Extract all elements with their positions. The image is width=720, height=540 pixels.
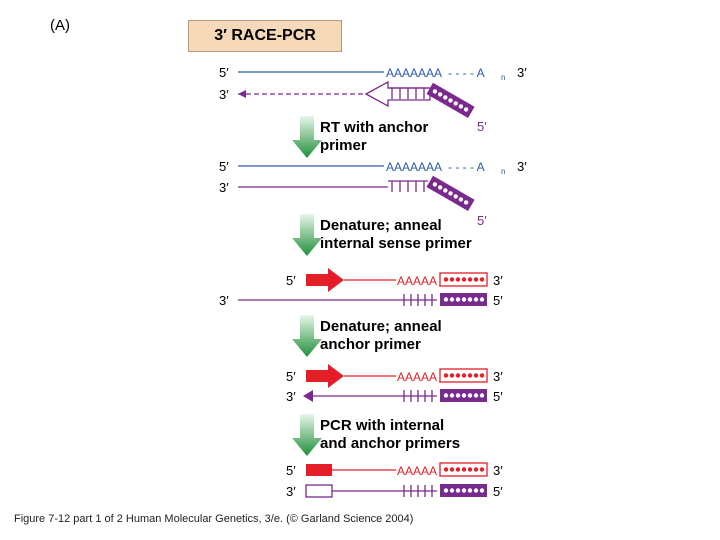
poly-t-ticks bbox=[400, 294, 437, 306]
row-antisense-strand: 3′ 5′ bbox=[219, 293, 503, 308]
five-prime-label: 5′ bbox=[219, 159, 229, 174]
anchor-tag bbox=[426, 175, 475, 212]
row-anchor-primer-strand: 3′ 5′ bbox=[286, 389, 503, 404]
step-label-anneal-anchor: Denature; anneal anchor primer bbox=[320, 318, 442, 353]
hollow-arrow-icon bbox=[364, 80, 431, 108]
three-prime-label: 3′ bbox=[286, 389, 296, 404]
internal-primer-arrow-icon bbox=[306, 364, 344, 388]
three-prime-label: 3′ bbox=[219, 87, 229, 102]
step-label-rt: RT with anchor primer bbox=[320, 119, 429, 154]
row-mrna-after-rt: 5′ AAAAAAA - - - - A n 3′ bbox=[219, 159, 527, 176]
step-arrow-icon bbox=[292, 214, 322, 256]
poly-t-ticks bbox=[388, 180, 428, 192]
row-cdna-complete: 3′ 5′ bbox=[219, 175, 487, 228]
row-sense-strand-2: 5′ AAAAA 3′ bbox=[286, 364, 503, 388]
arrowhead-icon bbox=[303, 390, 313, 402]
step-arrow-icon bbox=[292, 116, 322, 158]
poly-a-dash: - - - - A bbox=[448, 66, 485, 80]
three-prime-label: 3′ bbox=[219, 180, 229, 195]
three-prime-label: 3′ bbox=[286, 484, 296, 499]
three-prime-label: 3′ bbox=[493, 273, 503, 288]
row-cdna-synthesis: 3′ 5′ bbox=[219, 80, 487, 134]
row-sense-strand: 5′ AAAAA 3′ bbox=[286, 268, 503, 292]
poly-t-ticks bbox=[388, 87, 428, 99]
diagram-title-text: 3′ RACE-PCR bbox=[214, 27, 316, 44]
poly-a-tail: AAAAA bbox=[397, 370, 437, 384]
step-arrow-icon bbox=[292, 315, 322, 357]
row-pcr-product-bottom: 3′ 5′ bbox=[286, 484, 503, 499]
three-prime-label: 3′ bbox=[493, 463, 503, 478]
poly-t-ticks bbox=[400, 390, 437, 402]
internal-primer-arrow-icon bbox=[306, 268, 344, 292]
poly-a-subscript: n bbox=[501, 73, 505, 82]
five-prime-label: 5′ bbox=[286, 463, 296, 478]
poly-a-subscript: n bbox=[501, 167, 505, 176]
three-prime-label: 3′ bbox=[517, 159, 527, 174]
five-prime-label: 5′ bbox=[477, 119, 487, 134]
five-prime-label: 5′ bbox=[477, 213, 487, 228]
row-mrna-initial: 5′ AAAAAAA - - - - A n 3′ bbox=[219, 65, 527, 82]
three-prime-label: 3′ bbox=[493, 369, 503, 384]
three-prime-label: 3′ bbox=[517, 65, 527, 80]
figure-caption: Figure 7-12 part 1 of 2 Human Molecular … bbox=[14, 513, 414, 525]
five-prime-label: 5′ bbox=[493, 389, 503, 404]
five-prime-label: 5′ bbox=[219, 65, 229, 80]
five-prime-label: 5′ bbox=[286, 273, 296, 288]
anchor-tag bbox=[426, 82, 475, 119]
five-prime-label: 5′ bbox=[493, 293, 503, 308]
row-pcr-product-top: 5′ AAAAA 3′ bbox=[286, 462, 503, 478]
diagram-title: 3′ RACE-PCR bbox=[188, 20, 342, 52]
poly-a-dash: - - - - A bbox=[448, 160, 485, 174]
arrowhead-icon bbox=[238, 90, 246, 98]
step-label-anneal-sense: Denature; anneal internal sense primer bbox=[320, 217, 472, 252]
step-arrow-icon bbox=[292, 414, 322, 456]
poly-a-tail: AAAAA bbox=[397, 274, 437, 288]
three-prime-label: 3′ bbox=[219, 293, 229, 308]
five-prime-label: 5′ bbox=[493, 484, 503, 499]
step-label-pcr: PCR with internal and anchor primers bbox=[320, 417, 461, 452]
primer-complement-block bbox=[305, 484, 333, 498]
poly-a-tail: AAAAAAA bbox=[386, 66, 442, 80]
poly-a-tail: AAAAA bbox=[397, 464, 437, 478]
poly-t-ticks bbox=[400, 485, 437, 497]
internal-primer-block bbox=[306, 464, 332, 476]
poly-a-tail: AAAAAAA bbox=[386, 160, 442, 174]
five-prime-label: 5′ bbox=[286, 369, 296, 384]
panel-label: (A) bbox=[50, 17, 70, 34]
